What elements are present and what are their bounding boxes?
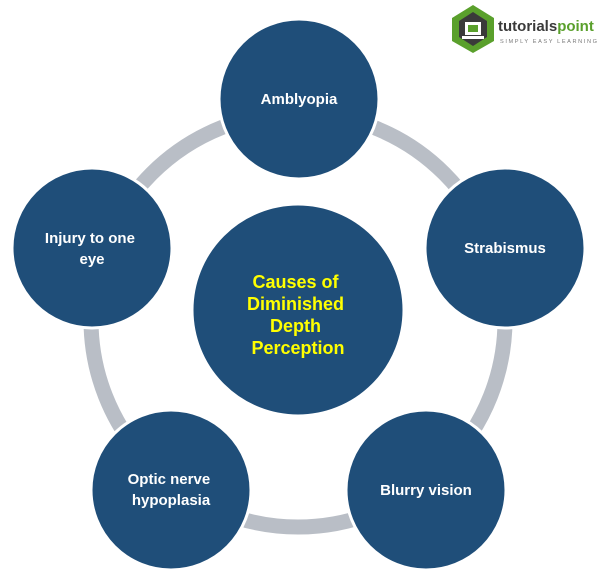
logo-tagline: SIMPLY EASY LEARNING [500,39,599,45]
node-strabismus-label: Strabismus [464,240,546,257]
node-injury-to-one-eye: Injury to one eye [10,166,174,330]
center-node: Causes of Diminished Depth Perception [190,202,406,418]
node-optic-nerve-hypoplasia-label: Optic nerve hypoplasia [128,471,215,509]
center-line-2: Diminished [247,294,344,314]
node-blurry-vision-label: Blurry vision [380,482,472,499]
logo-wordmark: tutorialspoint [498,18,594,35]
node-amblyopia: Amblyopia [217,17,381,181]
center-line-4: Perception [251,338,344,358]
node-strabismus: Strabismus [423,166,587,330]
logo-icon [452,5,494,53]
center-line-1: Causes of [252,272,339,292]
logo-wordmark-part2: point [557,18,594,35]
node-amblyopia-label: Amblyopia [261,91,338,108]
node-injury-to-one-eye-label: Injury to one eye [45,230,139,268]
center-node-label: Causes of Diminished Depth Perception [247,272,349,358]
center-line-3: Depth [270,316,321,336]
logo-wordmark-part1: tutorials [498,18,557,35]
node-optic-nerve-hypoplasia: Optic nerve hypoplasia [89,408,253,572]
tutorialspoint-logo: tutorialspoint SIMPLY EASY LEARNING [452,5,599,53]
node-blurry-vision: Blurry vision [344,408,508,572]
